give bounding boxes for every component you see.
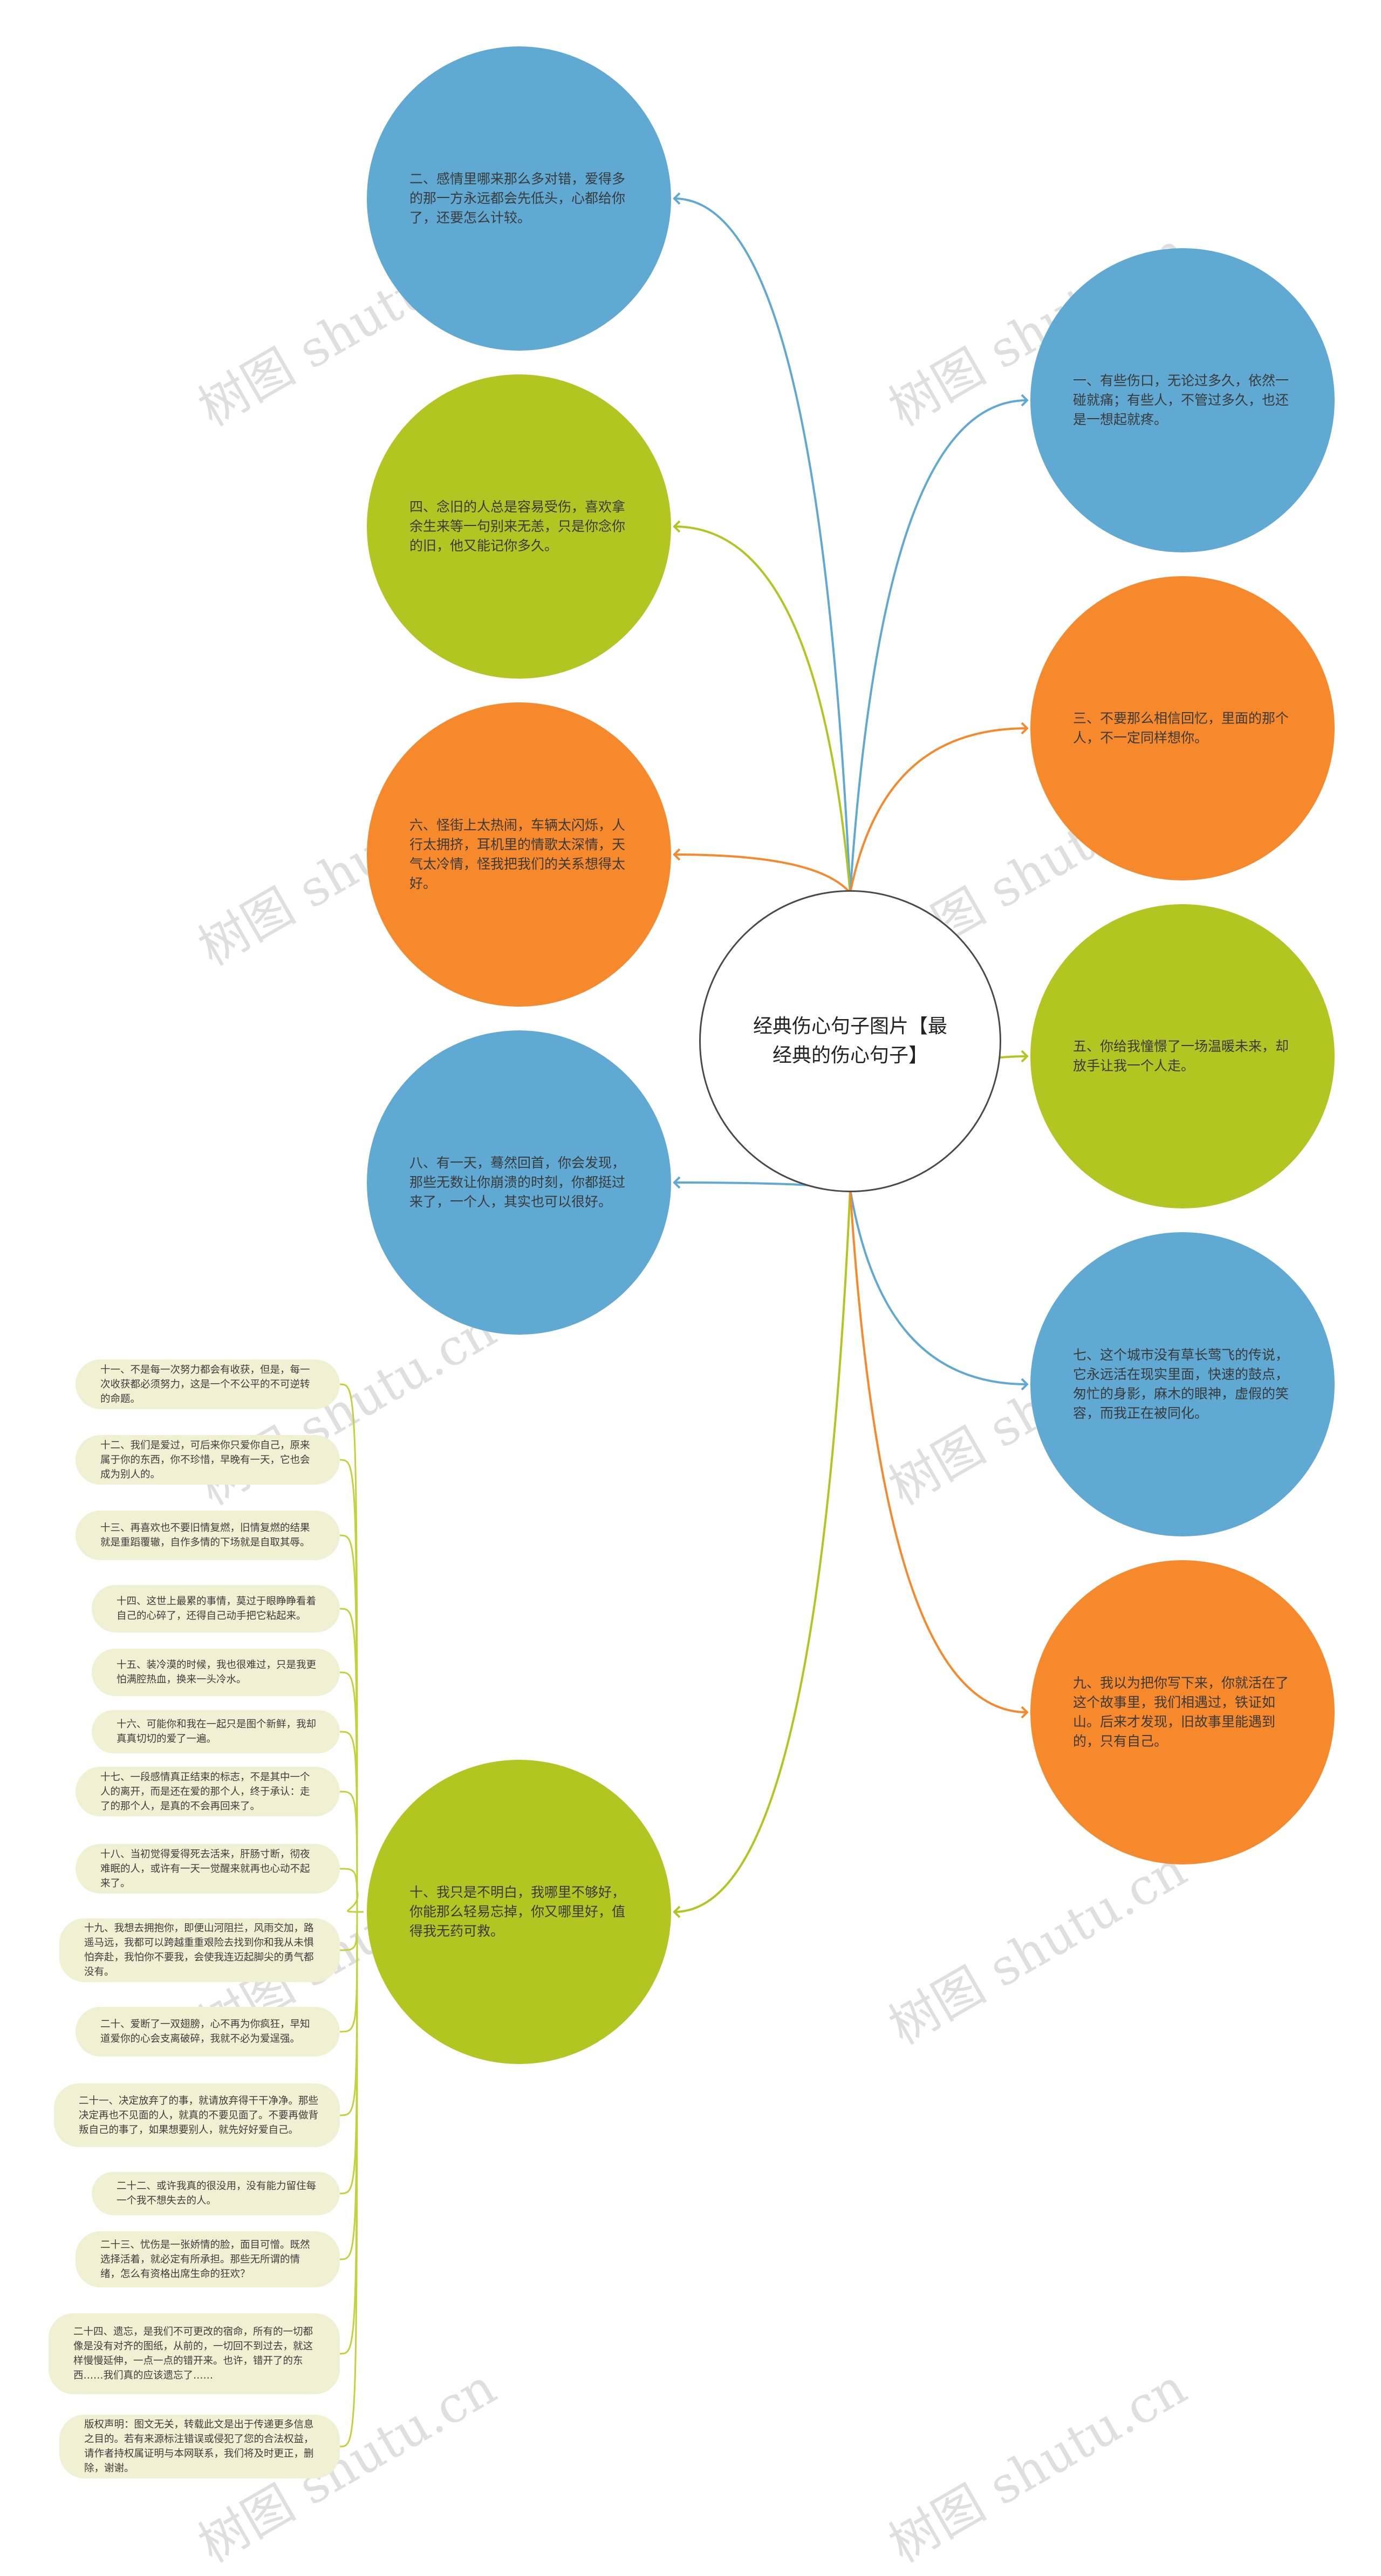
sub-topic-item[interactable]: 十九、我想去拥抱你，即便山河阻拦，风雨交加，路遥马远，我都可以跨越重重艰险去找到… <box>59 1918 340 1982</box>
sub-topic-item[interactable]: 十四、这世上最累的事情，莫过于眼睁睁看着自己的心碎了，还得自己动手把它粘起来。 <box>92 1585 340 1632</box>
connector-line <box>849 399 1028 893</box>
connector-line <box>339 1911 358 1951</box>
arrow-head-icon <box>673 192 681 205</box>
connector-line <box>849 727 1028 893</box>
connector-line <box>339 1911 358 2033</box>
connector-line <box>339 1731 358 1912</box>
connector-line <box>339 1911 358 2448</box>
left-topic-text: 十、我只是不明白，我哪里不够好，你能那么轻易忘掉，你又哪里好，值得我无药可救。 <box>409 1884 625 1939</box>
right-topic-text: 一、有些伤口，无论过多久，依然一碰就痛；有些人，不管过多久，也还是一想起就疼。 <box>1072 373 1289 427</box>
left-topic-node[interactable]: 八、有一天，蓦然回首，你会发现，那些无数让你崩溃的时刻，你都挺过来了，一个人，其… <box>367 1030 671 1335</box>
left-topic-node[interactable]: 十、我只是不明白，我哪里不够好，你能那么轻易忘掉，你又哪里好，值得我无药可救。 <box>367 1760 671 2064</box>
sub-topic-item[interactable]: 二十三、忧伤是一张娇情的脸，面目可憎。既然选择活着，就必定有所承担。那些无所谓的… <box>76 2231 340 2287</box>
right-topic-text: 七、这个城市没有草长莺飞的传说，它永远活在现实里面，快速的鼓点，匆忙的身影，麻木… <box>1072 1347 1289 1421</box>
arrow-head-icon <box>673 848 681 861</box>
left-topic-text: 二、感情里哪来那么多对错，爱得多的那一方永远都会先低头，心都给你了，还要怎么计较… <box>409 171 625 226</box>
arrow-head-icon <box>1021 1050 1029 1063</box>
root-node[interactable]: 经典伤心句子图片【最经典的伤心句子】 <box>699 890 1001 1192</box>
sub-topic-item[interactable]: 十三、再喜欢也不要旧情复燃，旧情复燃的结果就是重蹈覆辙，自作多情的下场就是自取其… <box>76 1511 340 1560</box>
connector-line <box>849 1189 1028 1713</box>
connector-line <box>339 1791 358 1912</box>
connector-line <box>339 1911 358 2116</box>
sub-topic-item[interactable]: 十五、装冷漠的时候，我也很难过，只是我更怕满腔热血，换来一头冷水。 <box>92 1649 340 1696</box>
root-node-label: 经典伤心句子图片【最经典的伤心句子】 <box>753 1015 947 1067</box>
connector-line <box>339 1911 358 2355</box>
arrow-head-icon <box>1021 1378 1029 1391</box>
right-topic-node[interactable]: 五、你给我憧憬了一场温暖未来，却放手让我一个人走。 <box>1030 904 1335 1208</box>
connector-line <box>339 1459 358 1912</box>
right-topic-text: 三、不要那么相信回忆，里面的那个人，不一定同样想你。 <box>1072 710 1289 746</box>
connector-line <box>339 1608 358 1912</box>
sub-topic-item[interactable]: 二十二、或许我真的很没用，没有能力留住每一个我不想失去的人。 <box>92 2172 340 2215</box>
sub-topic-item[interactable]: 二十一、决定放弃了的事，就请放弃得干干净净。那些决定再也不见面的人，就真的不要见… <box>54 2083 340 2147</box>
arrow-head-icon <box>673 520 681 533</box>
sub-topic-item[interactable]: 十八、当初觉得爱得死去活来，肝肠寸断，彻夜难眠的人，或许有一天一觉醒来就再也心动… <box>76 1844 340 1894</box>
right-topic-node[interactable]: 三、不要那么相信回忆，里面的那个人，不一定同样想你。 <box>1030 576 1335 880</box>
arrow-head-icon <box>673 1176 681 1189</box>
left-topic-node[interactable]: 四、念旧的人总是容易受伤，喜欢拿余生来等一句别来无恙，只是你念你的旧，他又能记你… <box>367 374 671 679</box>
left-topic-node[interactable]: 二、感情里哪来那么多对错，爱得多的那一方永远都会先低头，心都给你了，还要怎么计较… <box>367 46 671 351</box>
left-topic-text: 四、念旧的人总是容易受伤，喜欢拿余生来等一句别来无恙，只是你念你的旧，他又能记你… <box>409 499 625 554</box>
connector-line <box>674 197 851 893</box>
arrow-head-icon <box>1021 394 1029 407</box>
right-topic-node[interactable]: 一、有些伤口，无论过多久，依然一碰就痛；有些人，不管过多久，也还是一想起就疼。 <box>1030 248 1335 552</box>
connector-line <box>849 1189 1028 1385</box>
connector-line <box>347 1890 364 1913</box>
right-topic-text: 五、你给我憧憬了一场温暖未来，却放手让我一个人走。 <box>1072 1038 1289 1074</box>
right-topic-text: 九、我以为把你写下来，你就活在了这个故事里，我们相遇过，铁证如山。后来才发现，旧… <box>1072 1675 1289 1749</box>
left-topic-text: 八、有一天，蓦然回首，你会发现，那些无数让你崩溃的时刻，你都挺过来了，一个人，其… <box>409 1155 625 1210</box>
connector-line <box>674 853 851 894</box>
right-topic-node[interactable]: 九、我以为把你写下来，你就活在了这个故事里，我们相遇过，铁证如山。后来才发现，旧… <box>1030 1560 1335 1864</box>
connector-line <box>674 1189 851 1913</box>
sub-topic-item[interactable]: 十六、可能你和我在一起只是图个新鲜，我却真真切切的爱了一遍。 <box>92 1710 340 1753</box>
arrow-head-icon <box>673 1905 681 1918</box>
sub-topic-item[interactable]: 十一、不是每一次努力都会有收获，但是，每一次收获都必须努力，这是一个不公平的不可… <box>76 1359 340 1409</box>
sub-topic-item[interactable]: 版权声明：图文无关，转载此文是出于传递更多信息之目的。若有来源标注错误或侵犯了您… <box>59 2415 340 2478</box>
sub-topic-item[interactable]: 十七、一段感情真正结束的标志，不是其中一个人的离开，而是还在爱的那个人，终于承认… <box>76 1767 340 1816</box>
connector-line <box>339 1911 358 2195</box>
sub-topic-item[interactable]: 二十四、遗忘，是我们不可更改的宿命，所有的一切都像是没有对齐的图纸，从前的，一切… <box>49 2313 340 2394</box>
right-topic-node[interactable]: 七、这个城市没有草长莺飞的传说，它永远活在现实里面，快速的鼓点，匆忙的身影，麻木… <box>1030 1232 1335 1536</box>
left-topic-node[interactable]: 六、怪街上太热闹，车辆太闪烁，人行太拥挤，耳机里的情歌太深情，天气太冷情，怪我把… <box>367 702 671 1007</box>
connector-line <box>339 1868 358 1912</box>
arrow-head-icon <box>1021 722 1029 735</box>
connector-line <box>339 1534 358 1912</box>
left-topic-text: 六、怪街上太热闹，车辆太闪烁，人行太拥挤，耳机里的情歌太深情，天气太冷情，怪我把… <box>409 817 625 891</box>
arrow-head-icon <box>1021 1706 1029 1719</box>
sub-topic-item[interactable]: 十二、我们是爱过，可后来你只爱你自己，原来属于你的东西，你不珍惜，早晚有一天，它… <box>76 1435 340 1485</box>
connector-line <box>674 525 851 893</box>
sub-topic-item[interactable]: 二十、爱断了一双翅膀，心不再为你疯狂，早知道爱你的心会支离破碎，我就不必为爱逞强… <box>76 2007 340 2056</box>
